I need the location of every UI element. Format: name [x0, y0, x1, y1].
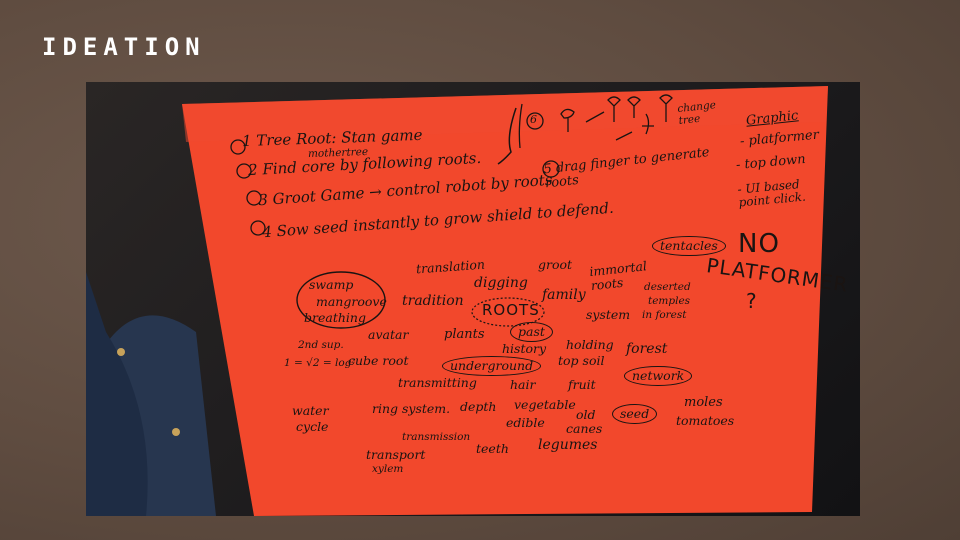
word-edible: edible [506, 415, 545, 430]
word-network: network [624, 366, 693, 386]
word-system: system [586, 307, 631, 322]
word-math-2: 1 = √2 = log² [284, 357, 356, 369]
word-transmission: transmission [402, 431, 471, 443]
tree-sketch-4 [642, 113, 654, 135]
paper-sheet [182, 86, 828, 516]
word-tentacles: tentacles [652, 236, 726, 256]
word-canes: canes [566, 421, 603, 436]
word-groot: groot [538, 257, 573, 272]
word-history: history [502, 341, 547, 356]
word-tomatoes: tomatoes [676, 413, 735, 428]
photo-background [86, 86, 828, 516]
word-depth: depth [460, 399, 497, 414]
word-tradition: tradition [402, 293, 464, 309]
word-temples: temples [648, 295, 691, 307]
word-moles: moles [684, 395, 723, 410]
word-water: water [292, 403, 329, 418]
sketch-caption: change tree [676, 99, 717, 127]
word-family: family [542, 287, 586, 303]
word-math-1: 2nd sup. [298, 339, 344, 351]
slide-title: IDEATION [42, 33, 206, 61]
jacket-shadow [86, 272, 148, 516]
tree-sketch-2 [607, 96, 621, 122]
word-transmitting: transmitting [398, 375, 477, 390]
jacket-print-2 [172, 428, 180, 436]
word-breathing: breathing [304, 310, 366, 325]
word-hair: hair [510, 377, 536, 392]
word-plants: plants [444, 327, 485, 342]
roots-ellipse [471, 297, 545, 327]
root-sketch [497, 107, 517, 165]
word-seed: seed [612, 404, 658, 424]
word-past: past [510, 322, 553, 342]
word-mangroove: mangroove [316, 294, 387, 309]
word-avatar: avatar [368, 327, 409, 342]
word-legumes: legumes [538, 437, 598, 453]
word-holding: holding [566, 337, 614, 352]
word-swamp: swamp [309, 277, 354, 292]
ideation-photo: 1 Tree Root: Stan game mothertree 2 Find… [86, 82, 860, 516]
word-old: old [576, 407, 596, 422]
idea-6: 6 [530, 113, 537, 126]
word-teeth: teeth [476, 441, 509, 456]
word-in-forest: in forest [642, 309, 687, 321]
tree-sketch-3 [659, 94, 673, 122]
word-deserted: deserted [644, 281, 691, 293]
jacket-print-1 [117, 348, 125, 356]
word-fruit: fruit [568, 377, 596, 392]
word-digging: digging [474, 275, 528, 291]
swamp-ellipse [296, 271, 386, 329]
question-mark: ? [746, 289, 758, 313]
no-label: NO [738, 229, 780, 259]
tree-sketch-1 [560, 108, 575, 132]
word-forest: forest [626, 341, 668, 357]
word-underground: underground [442, 356, 542, 376]
word-cube-root: cube root [348, 353, 409, 368]
word-ring-system: ring system. [372, 401, 451, 416]
word-vegetable: vegetable [514, 397, 576, 412]
word-transport: transport [366, 447, 426, 462]
word-top-soil: top soil [558, 353, 605, 368]
word-roots-center: ROOTS [482, 301, 540, 319]
word-cycle: cycle [296, 419, 329, 434]
word-xylem: xylem [372, 463, 404, 475]
